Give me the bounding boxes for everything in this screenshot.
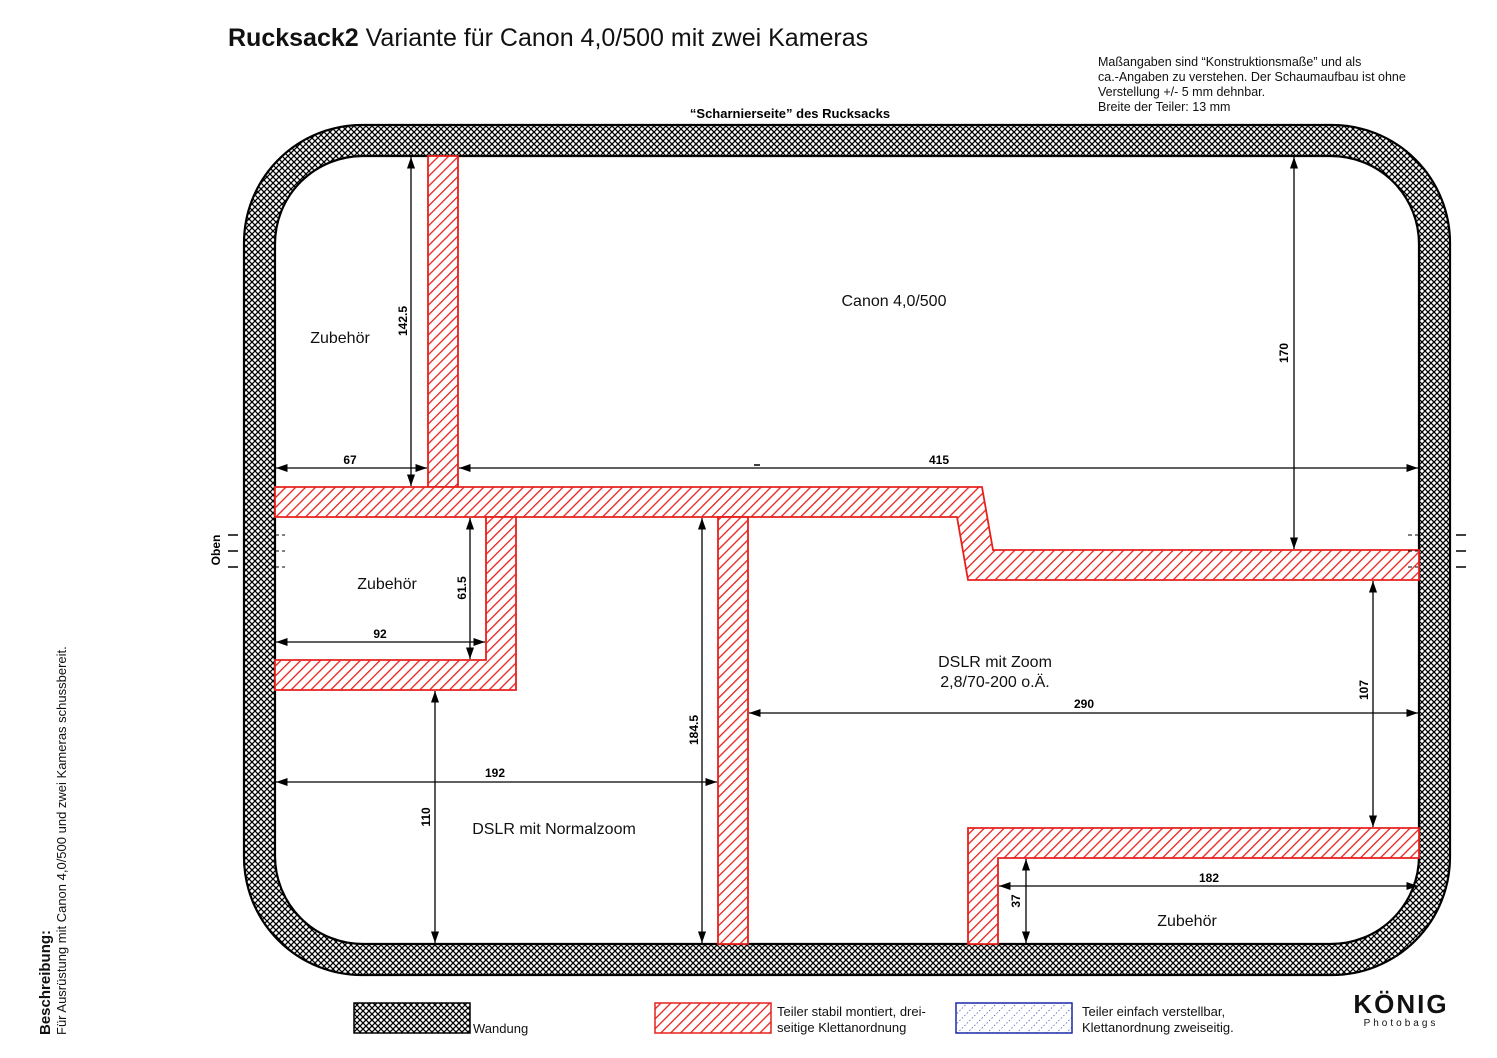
dim-37: 37 bbox=[1009, 894, 1023, 908]
hinge-side-label: “Scharnierseite” des Rucksacks bbox=[690, 106, 890, 121]
legend-fixed-line2: seitige Klettanordnung bbox=[777, 1020, 907, 1035]
label-dslr-normal: DSLR mit Normalzoom bbox=[472, 821, 636, 838]
dim-290: 290 bbox=[1074, 697, 1094, 711]
description-block: Beschreibung: Für Ausrüstung mit Canon 4… bbox=[37, 646, 70, 1035]
note-line: ca.-Angaben zu verstehen. Der Schaumaufb… bbox=[1098, 70, 1406, 84]
title-rest: Variante für Canon 4,0/500 mit zwei Kame… bbox=[358, 24, 869, 52]
notes-block: Maßangaben sind “Konstruktionsmaße” und … bbox=[1098, 55, 1488, 115]
side-marker-dashes bbox=[275, 534, 1418, 568]
legend-swatch-fixed bbox=[654, 1002, 772, 1034]
dim-92: 92 bbox=[373, 627, 387, 641]
dim-170: 170 bbox=[1277, 343, 1291, 363]
description-heading: Beschreibung: bbox=[37, 929, 54, 1035]
dim-61-5: 61.5 bbox=[455, 576, 469, 600]
legend-wall-label: Wandung bbox=[473, 1021, 529, 1036]
label-dslr-zoom-1: DSLR mit Zoom bbox=[938, 654, 1052, 671]
label-canon: Canon 4,0/500 bbox=[842, 293, 947, 310]
note-line: Maßangaben sind “Konstruktionsmaße” und … bbox=[1098, 55, 1362, 69]
legend-swatch-wall bbox=[353, 1002, 471, 1034]
label-zubehoer-bottom: Zubehör bbox=[1157, 913, 1217, 930]
page-title: Rucksack2 Variante für Canon 4,0/500 mit… bbox=[228, 24, 868, 53]
legend-adjustable-line2: Klettanordnung zweiseitig. bbox=[1082, 1020, 1234, 1035]
divider-l-bottom-right bbox=[967, 827, 1420, 945]
dim-107: 107 bbox=[1357, 680, 1371, 700]
dim-184-5: 184.5 bbox=[687, 715, 701, 745]
koenig-logo: KÖNIG Photobags bbox=[1346, 990, 1456, 1029]
legend-swatch-adjustable bbox=[955, 1002, 1073, 1034]
label-dslr-zoom-2: 2,8/70-200 o.Ä. bbox=[940, 673, 1049, 691]
legend-fixed-label: Teiler stabil montiert, drei- seitige Kl… bbox=[777, 1004, 926, 1036]
divider-top-vertical bbox=[427, 155, 459, 488]
side-markers bbox=[228, 534, 1466, 568]
side-label-oben: Oben bbox=[209, 535, 223, 566]
label-zubehoer-top: Zubehör bbox=[310, 330, 370, 347]
divider-center-vertical bbox=[717, 516, 749, 945]
dim-67: 67 bbox=[343, 453, 357, 467]
legend-fixed-line1: Teiler stabil montiert, drei- bbox=[777, 1004, 926, 1019]
dim-142-5: 142.5 bbox=[396, 306, 410, 336]
note-line: Verstellung +/- 5 mm dehnbar. bbox=[1098, 85, 1266, 99]
dim-192: 192 bbox=[485, 766, 505, 780]
label-zubehoer-mid: Zubehör bbox=[357, 576, 417, 593]
legend-adjustable-label: Teiler einfach verstellbar, Klettanordnu… bbox=[1082, 1004, 1234, 1036]
description-text: Für Ausrüstung mit Canon 4,0/500 und zwe… bbox=[54, 646, 69, 1035]
divider-l-left bbox=[274, 516, 517, 691]
dim-110: 110 bbox=[419, 807, 433, 827]
divider-main-horizontal bbox=[274, 486, 1420, 581]
backpack-wall bbox=[242, 123, 1452, 977]
dim-182: 182 bbox=[1199, 871, 1219, 885]
legend-adjustable-line1: Teiler einfach verstellbar, bbox=[1082, 1004, 1226, 1019]
dim-415: 415 bbox=[929, 453, 949, 467]
title-bold: Rucksack2 bbox=[228, 24, 359, 52]
note-line: Breite der Teiler: 13 mm bbox=[1098, 100, 1231, 114]
logo-brand: KÖNIG bbox=[1353, 989, 1449, 1019]
logo-sub: Photobags bbox=[1363, 1018, 1439, 1029]
